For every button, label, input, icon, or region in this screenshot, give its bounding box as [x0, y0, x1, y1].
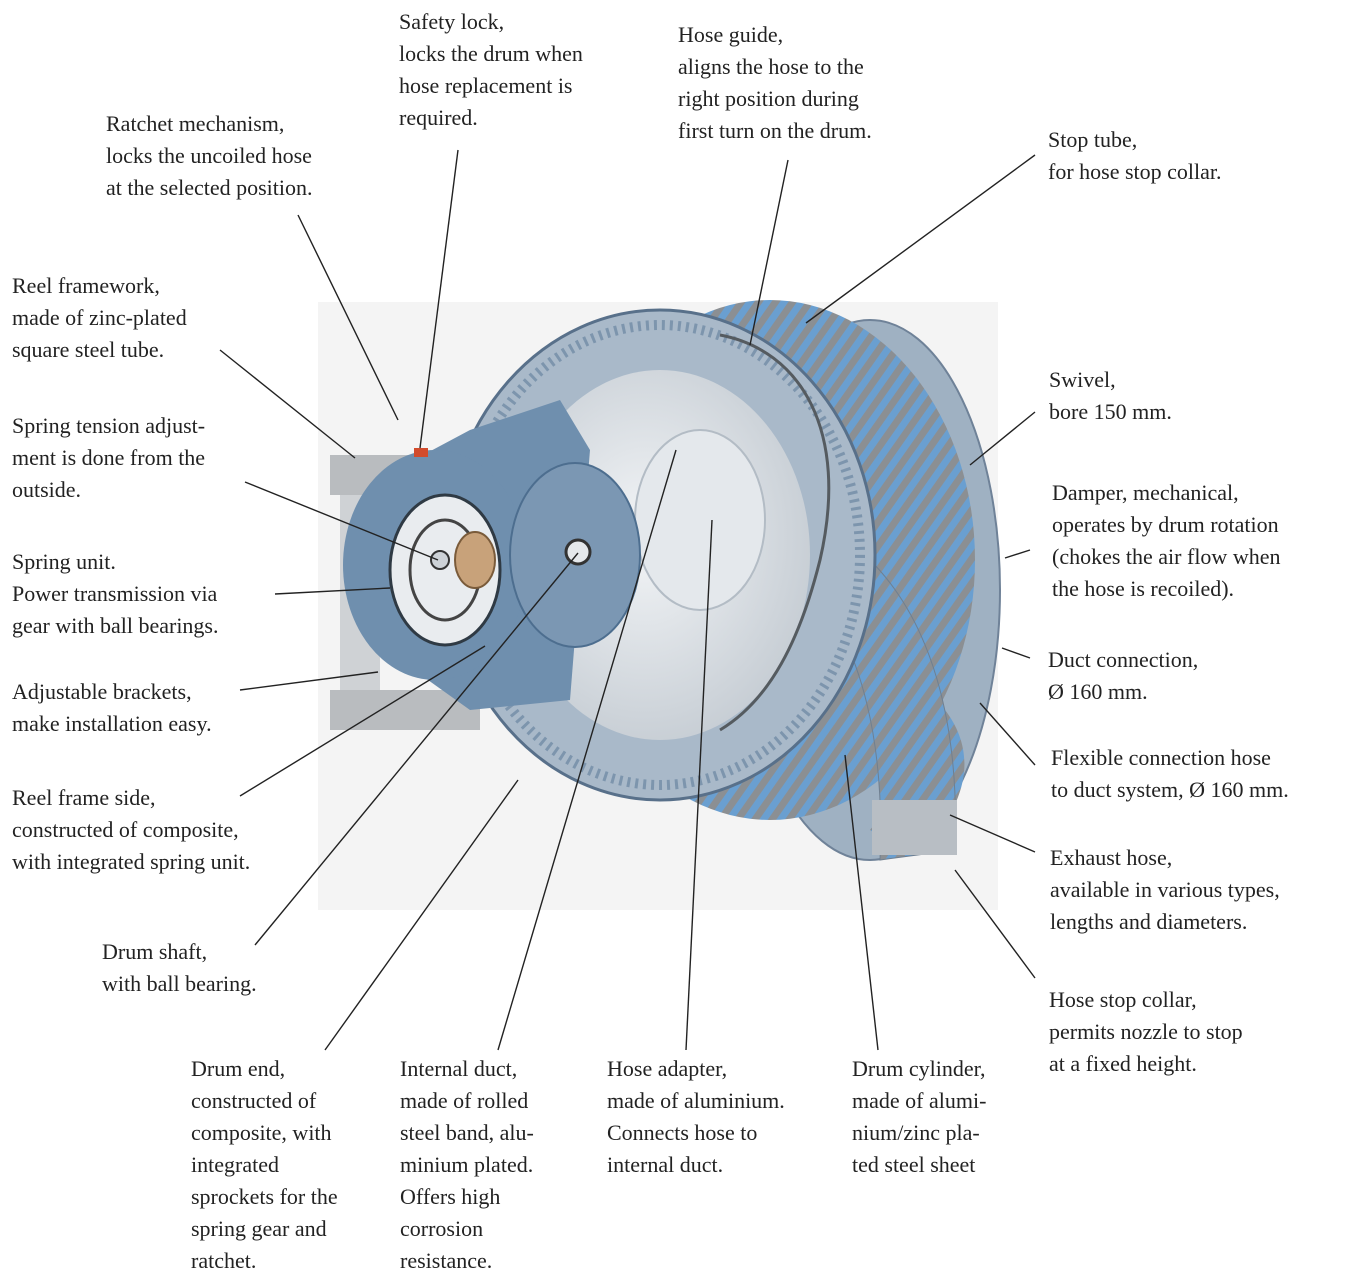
spring-tension-bolt: [431, 551, 449, 569]
label-line: resistance.: [400, 1245, 534, 1275]
label-duct-connection: Duct connection, Ø 160 mm.: [1048, 644, 1198, 708]
label-line: make installation easy.: [12, 708, 212, 740]
label-line: square steel tube.: [12, 334, 187, 366]
label-line: available in various types,: [1050, 874, 1280, 906]
label-line: at a fixed height.: [1049, 1048, 1243, 1080]
label-line: Reel framework,: [12, 270, 187, 302]
label-line: locks the drum when: [399, 38, 583, 70]
hose-stop-collar: [872, 800, 957, 855]
safety-lock: [414, 448, 428, 457]
label-line: nium/zinc pla-: [852, 1117, 986, 1149]
label-line: sprockets for the: [191, 1181, 338, 1213]
label-line: Power transmission via: [12, 578, 219, 610]
label-line: at the selected position.: [106, 172, 313, 204]
label-line: aligns the hose to the: [678, 51, 872, 83]
drum-shaft-bearing: [566, 540, 590, 564]
label-line: spring gear and: [191, 1213, 338, 1245]
label-line: Drum shaft,: [102, 936, 257, 968]
label-line: hose replacement is: [399, 70, 583, 102]
label-drum-end: Drum end, constructed of composite, with…: [191, 1053, 338, 1275]
hose-adapter: [635, 430, 765, 610]
label-line: corrosion: [400, 1213, 534, 1245]
label-line: made of aluminium.: [607, 1085, 785, 1117]
label-spring-unit: Spring unit. Power transmission via gear…: [12, 546, 219, 642]
label-line: lengths and diameters.: [1050, 906, 1280, 938]
label-reel-framework: Reel framework, made of zinc-plated squa…: [12, 270, 187, 366]
label-line: minium plated.: [400, 1149, 534, 1181]
leader-damper: [1005, 550, 1030, 558]
label-damper: Damper, mechanical, operates by drum rot…: [1052, 477, 1280, 605]
label-line: made of rolled: [400, 1085, 534, 1117]
label-line: Adjustable brackets,: [12, 676, 212, 708]
label-line: ted steel sheet: [852, 1149, 986, 1181]
label-line: Damper, mechanical,: [1052, 477, 1280, 509]
label-swivel: Swivel, bore 150 mm.: [1049, 364, 1172, 428]
label-line: composite, with: [191, 1117, 338, 1149]
label-line: permits nozzle to stop: [1049, 1016, 1243, 1048]
label-line: right position during: [678, 83, 872, 115]
label-line: locks the uncoiled hose: [106, 140, 313, 172]
label-hose-guide: Hose guide, aligns the hose to the right…: [678, 19, 872, 147]
label-line: with integrated spring unit.: [12, 846, 250, 878]
label-line: Ø 160 mm.: [1048, 676, 1198, 708]
label-line: bore 150 mm.: [1049, 396, 1172, 428]
label-line: Hose stop collar,: [1049, 984, 1243, 1016]
label-line: Swivel,: [1049, 364, 1172, 396]
label-drum-cylinder: Drum cylinder, made of alumi- nium/zinc …: [852, 1053, 986, 1181]
label-line: constructed of composite,: [12, 814, 250, 846]
label-line: (chokes the air flow when: [1052, 541, 1280, 573]
label-drum-shaft: Drum shaft, with ball bearing.: [102, 936, 257, 1000]
label-flexible-connection-hose: Flexible connection hose to duct system,…: [1051, 742, 1289, 806]
label-hose-stop-collar: Hose stop collar, permits nozzle to stop…: [1049, 984, 1243, 1080]
label-spring-tension: Spring tension adjust- ment is done from…: [12, 410, 205, 506]
label-line: Safety lock,: [399, 6, 583, 38]
label-line: Drum cylinder,: [852, 1053, 986, 1085]
label-line: Reel frame side,: [12, 782, 250, 814]
label-line: Exhaust hose,: [1050, 842, 1280, 874]
label-line: Internal duct,: [400, 1053, 534, 1085]
leader-duct-connection: [1002, 648, 1030, 658]
label-line: outside.: [12, 474, 205, 506]
label-adjustable-brackets: Adjustable brackets, make installation e…: [12, 676, 212, 740]
label-line: to duct system, Ø 160 mm.: [1051, 774, 1289, 806]
label-line: the hose is recoiled).: [1052, 573, 1280, 605]
label-hose-adapter: Hose adapter, made of aluminium. Connect…: [607, 1053, 785, 1181]
label-line: ratchet.: [191, 1245, 338, 1275]
label-line: first turn on the drum.: [678, 115, 872, 147]
label-line: required.: [399, 102, 583, 134]
label-line: Connects hose to: [607, 1117, 785, 1149]
label-safety-lock: Safety lock, locks the drum when hose re…: [399, 6, 583, 134]
label-line: steel band, alu-: [400, 1117, 534, 1149]
label-line: Hose adapter,: [607, 1053, 785, 1085]
label-line: made of zinc-plated: [12, 302, 187, 334]
label-line: integrated: [191, 1149, 338, 1181]
label-line: Drum end,: [191, 1053, 338, 1085]
label-reel-frame-side: Reel frame side, constructed of composit…: [12, 782, 250, 878]
label-line: constructed of: [191, 1085, 338, 1117]
label-line: Flexible connection hose: [1051, 742, 1289, 774]
label-line: with ball bearing.: [102, 968, 257, 1000]
leader-stop-tube: [806, 155, 1035, 323]
ball-bearing-gear: [455, 532, 495, 588]
label-line: made of alumi-: [852, 1085, 986, 1117]
label-line: Spring tension adjust-: [12, 410, 205, 442]
label-line: operates by drum rotation: [1052, 509, 1280, 541]
label-line: Offers high: [400, 1181, 534, 1213]
label-line: Spring unit.: [12, 546, 219, 578]
label-internal-duct: Internal duct, made of rolled steel band…: [400, 1053, 534, 1275]
label-stop-tube: Stop tube, for hose stop collar.: [1048, 124, 1222, 188]
label-line: Duct connection,: [1048, 644, 1198, 676]
label-line: for hose stop collar.: [1048, 156, 1222, 188]
label-exhaust-hose: Exhaust hose, available in various types…: [1050, 842, 1280, 938]
label-line: Hose guide,: [678, 19, 872, 51]
label-line: internal duct.: [607, 1149, 785, 1181]
label-line: ment is done from the: [12, 442, 205, 474]
label-line: Stop tube,: [1048, 124, 1222, 156]
label-line: gear with ball bearings.: [12, 610, 219, 642]
label-ratchet-mechanism: Ratchet mechanism, locks the uncoiled ho…: [106, 108, 313, 204]
label-line: Ratchet mechanism,: [106, 108, 313, 140]
